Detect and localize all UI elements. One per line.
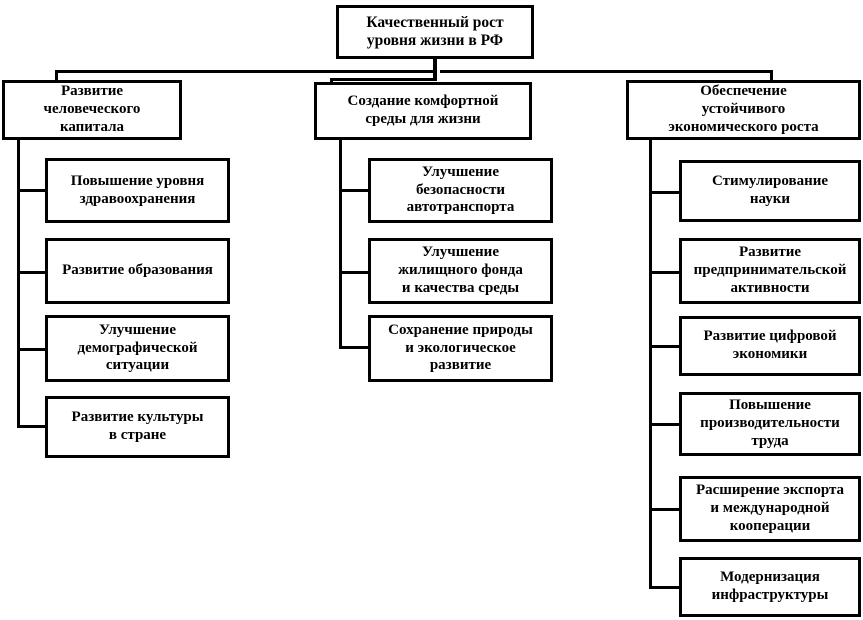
branch-node-human-capital[interactable]: Развитие человеческого капитала xyxy=(2,80,182,140)
branch-node-comfortable-environment-label: Создание комфортной среды для жизни xyxy=(347,93,499,127)
leaf-node-education-label: Развитие образования xyxy=(62,262,213,279)
stub-demography xyxy=(17,348,47,351)
leaf-node-demography[interactable]: Улучшение демографической ситуации xyxy=(45,315,230,382)
leaf-node-transport-safety[interactable]: Улучшение безопасности автотранспорта xyxy=(368,158,553,223)
spine-human-capital xyxy=(17,140,20,428)
stub-transport-safety xyxy=(339,189,370,192)
branch-node-comfortable-environment[interactable]: Создание комфортной среды для жизни xyxy=(314,82,532,140)
root-node-quality-growth[interactable]: Качественный рост уровня жизни в РФ xyxy=(336,5,534,59)
main-bus-right xyxy=(440,70,773,73)
branch-node-human-capital-label: Развитие человеческого капитала xyxy=(43,83,141,135)
leaf-node-entrepreneurship-label: Развитие предпринимательской активности xyxy=(693,244,847,296)
stub-healthcare xyxy=(17,189,47,192)
spine-comfortable-environment xyxy=(339,140,342,349)
leaf-node-culture-label: Развитие культуры в стране xyxy=(71,409,204,443)
leaf-node-science[interactable]: Стимулирование науки xyxy=(679,160,861,222)
stub-export-cooperation xyxy=(649,508,681,511)
leaf-node-housing-fund-label: Улучшение жилищного фонда и качества сре… xyxy=(398,244,523,296)
leaf-node-nature-ecology-label: Сохранение природы и экологическое разви… xyxy=(388,321,533,374)
leaf-node-export-cooperation-label: Расширение экспорта и международной кооп… xyxy=(695,482,845,534)
branch-drop-left xyxy=(55,70,58,84)
leaf-node-demography-label: Улучшение демографической ситуации xyxy=(77,321,198,374)
main-bus-center-lower xyxy=(330,78,437,81)
root-node-label: Качественный рост уровня жизни в РФ xyxy=(366,13,504,49)
stub-digital-economy xyxy=(649,345,681,348)
leaf-node-healthcare-label: Повышение уровня здравоохранения xyxy=(70,172,205,207)
stub-nature-ecology xyxy=(339,346,370,349)
stub-culture xyxy=(17,425,47,428)
leaf-node-infrastructure[interactable]: Модернизация инфраструктуры xyxy=(679,557,861,617)
leaf-node-housing-fund[interactable]: Улучшение жилищного фонда и качества сре… xyxy=(368,238,553,304)
leaf-node-entrepreneurship[interactable]: Развитие предпринимательской активности xyxy=(679,238,861,304)
stub-education xyxy=(17,271,47,274)
stub-infrastructure xyxy=(649,586,681,589)
leaf-node-digital-economy[interactable]: Развитие цифровой экономики xyxy=(679,316,861,376)
leaf-node-science-label: Стимулирование науки xyxy=(711,173,829,207)
spine-economic-growth xyxy=(649,140,652,589)
leaf-node-education[interactable]: Развитие образования xyxy=(45,238,230,304)
stub-labor-productivity xyxy=(649,423,681,426)
stub-housing-fund xyxy=(339,271,370,274)
leaf-node-healthcare[interactable]: Повышение уровня здравоохранения xyxy=(45,158,230,223)
branch-drop-right xyxy=(770,70,773,84)
main-bus-left xyxy=(55,70,437,73)
branch-drop-center xyxy=(330,78,333,84)
stub-science xyxy=(649,191,681,194)
leaf-node-transport-safety-label: Улучшение безопасности автотранспорта xyxy=(406,163,515,216)
leaf-node-culture[interactable]: Развитие культуры в стране xyxy=(45,396,230,458)
leaf-node-nature-ecology[interactable]: Сохранение природы и экологическое разви… xyxy=(368,315,553,382)
branch-node-economic-growth-label: Обеспечение устойчивого экономического р… xyxy=(668,83,819,135)
branch-node-economic-growth[interactable]: Обеспечение устойчивого экономического р… xyxy=(626,80,861,140)
leaf-node-digital-economy-label: Развитие цифровой экономики xyxy=(703,328,837,362)
leaf-node-labor-productivity-label: Повышение производительности труда xyxy=(700,397,840,449)
leaf-node-export-cooperation[interactable]: Расширение экспорта и международной кооп… xyxy=(679,476,861,542)
leaf-node-infrastructure-label: Модернизация инфраструктуры xyxy=(711,569,829,603)
leaf-node-labor-productivity[interactable]: Повышение производительности труда xyxy=(679,392,861,456)
stub-entrepreneurship xyxy=(649,271,681,274)
